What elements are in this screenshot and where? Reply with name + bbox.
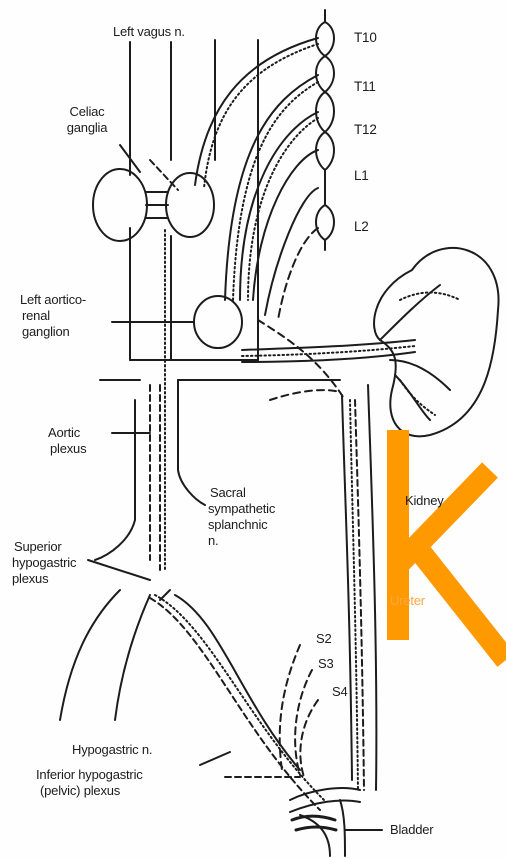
label-aortic-plexus-1: Aortic	[48, 425, 80, 441]
s3-nerve	[295, 670, 312, 775]
label-s2: S2	[316, 631, 332, 647]
iliac-right	[175, 595, 300, 770]
label-sacral-splanchnic-2: sympathetic	[208, 501, 275, 517]
label-ureter: Ureter	[390, 593, 425, 609]
label-t11: T11	[354, 79, 376, 95]
greater-splanchnic-dots	[204, 44, 318, 188]
watermark	[398, 430, 506, 660]
label-aortic-plexus-2: plexus	[50, 441, 86, 457]
watermark-diagonal-bottom	[415, 545, 506, 660]
hypogastric-pointer	[200, 752, 230, 765]
label-t10: T10	[354, 30, 377, 46]
sympathetic-chain	[316, 10, 334, 250]
label-inferior-hypogastric-2: (pelvic) plexus	[40, 783, 120, 799]
hypogastric-nerve	[150, 598, 320, 810]
label-celiac-ganglia-1: Celiac	[52, 104, 122, 120]
aortic-plexus-left	[95, 400, 135, 560]
renal-ureter-branch-2	[270, 390, 340, 400]
ureter-right	[368, 385, 376, 790]
least-splanchnic	[240, 112, 318, 300]
label-superior-hypogastric-1: Superior	[14, 539, 62, 555]
l2-branch	[278, 228, 318, 320]
label-hypogastric-n: Hypogastric n.	[72, 742, 152, 758]
iliac-left-inner	[115, 595, 150, 720]
label-left-vagus: Left vagus n.	[113, 24, 185, 40]
label-sacral-splanchnic-3: splanchnic	[208, 517, 267, 533]
label-superior-hypogastric-2: hypogastric	[12, 555, 76, 571]
celiac-connector	[146, 192, 168, 218]
ureter-left	[342, 395, 352, 780]
label-s3: S3	[318, 656, 334, 672]
label-celiac-ganglia-2: ganglia	[52, 120, 122, 136]
label-t12: T12	[354, 122, 377, 138]
t12-branch	[253, 150, 318, 300]
label-inferior-hypogastric-1: Inferior hypogastric	[36, 767, 143, 783]
celiac-ganglion-left	[166, 173, 214, 237]
label-aorticorenal-1: Left aortico-	[20, 292, 86, 308]
celiac-label-pointer	[150, 160, 178, 190]
bladder-wall-left	[300, 815, 330, 856]
label-superior-hypogastric-3: plexus	[12, 571, 48, 587]
inferior-plexus-bundle	[290, 788, 360, 812]
aorticorenal-ganglion	[194, 296, 242, 348]
aortic-plexus-right	[178, 380, 205, 505]
label-l1: L1	[354, 168, 369, 184]
iliac-left-outer	[60, 590, 120, 720]
superior-hypogastric-pointer	[88, 560, 150, 580]
label-aorticorenal-2: renal	[22, 308, 50, 324]
label-bladder: Bladder	[390, 822, 433, 838]
label-l2: L2	[354, 219, 369, 235]
lesser-splanchnic	[225, 75, 318, 300]
label-kidney: Kidney	[405, 493, 444, 509]
bladder-wall-right	[340, 800, 345, 856]
label-sacral-splanchnic-4: n.	[208, 533, 218, 549]
label-sacral-splanchnic-1: Sacral	[210, 485, 246, 501]
iliac-right-inner	[160, 590, 170, 600]
celiac-ganglion-right	[93, 169, 147, 241]
s4-nerve	[300, 700, 318, 780]
label-s4: S4	[332, 684, 348, 700]
ureter-dash	[355, 400, 364, 790]
label-aorticorenal-3: ganglion	[22, 324, 70, 340]
